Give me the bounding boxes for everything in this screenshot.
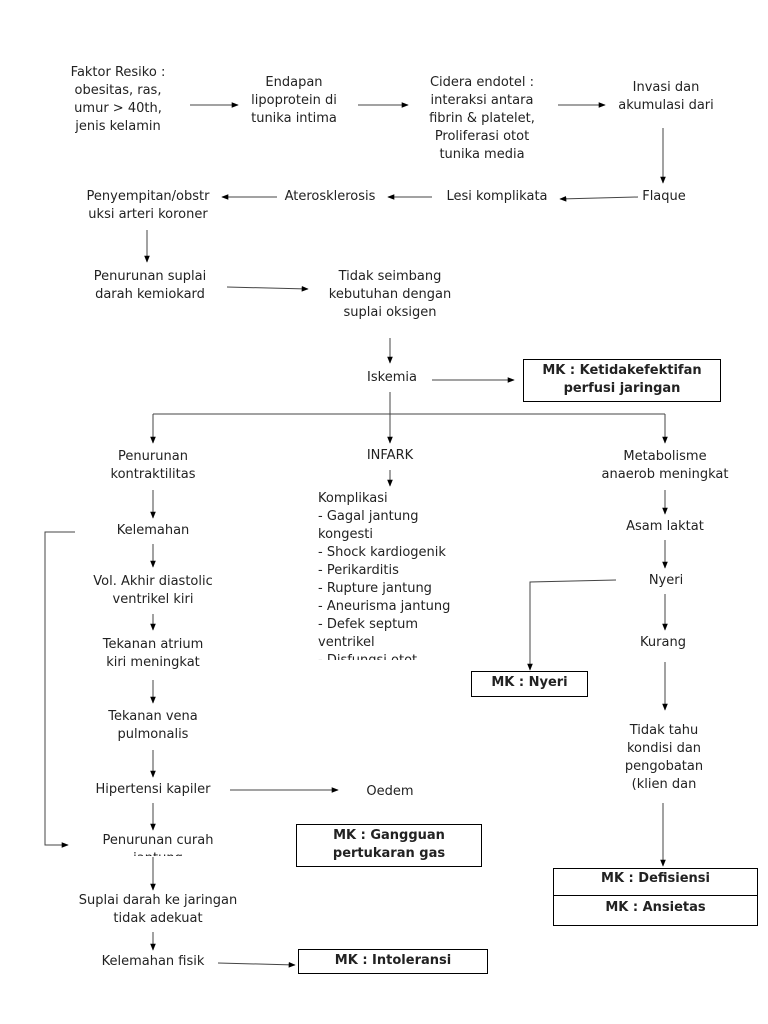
box-mk-intoleransi: MK : Intoleransi	[298, 949, 488, 974]
arrow-flaque-lesi	[559, 196, 639, 202]
box-mk-nyeri: MK : Nyeri	[471, 671, 588, 697]
node-aterosklerosis: Aterosklerosis	[284, 189, 376, 204]
arrow-nyeri-mk-nyeri	[527, 579, 617, 671]
node-iskemia: Iskemia	[367, 370, 417, 385]
node-nyeri: Nyeri	[648, 573, 684, 588]
node-lesi-komplikata: Lesi komplikata	[446, 189, 548, 204]
node-oedem: Oedem	[366, 784, 414, 799]
box-mk-ansietas: MK : Ansietas	[553, 895, 758, 926]
arrow-kelemahan-fisik-mk	[217, 962, 296, 968]
node-asam-laktat: Asam laktat	[626, 519, 704, 534]
box-mk-defisiensi: MK : Defisiensi	[553, 868, 758, 896]
node-kelemahan: Kelemahan	[116, 523, 190, 538]
node-infark: INFARK	[366, 448, 414, 463]
node-kurang: Kurang	[640, 635, 686, 650]
arrow-penurunan-tidak-seimbang	[226, 286, 309, 292]
node-flaque: Flaque	[642, 189, 686, 204]
node-penurunan-curah: Penurunan curahjantung	[102, 833, 214, 856]
arrow-kelemahan-loop	[44, 531, 75, 848]
node-kelemahan-fisik: Kelemahan fisik	[101, 954, 205, 969]
node-faktor-resiko: Faktor Resiko :obesitas, ras,umur > 40th…	[70, 65, 166, 134]
node-hipertensi-kapiler: Hipertensi kapiler	[95, 782, 211, 797]
